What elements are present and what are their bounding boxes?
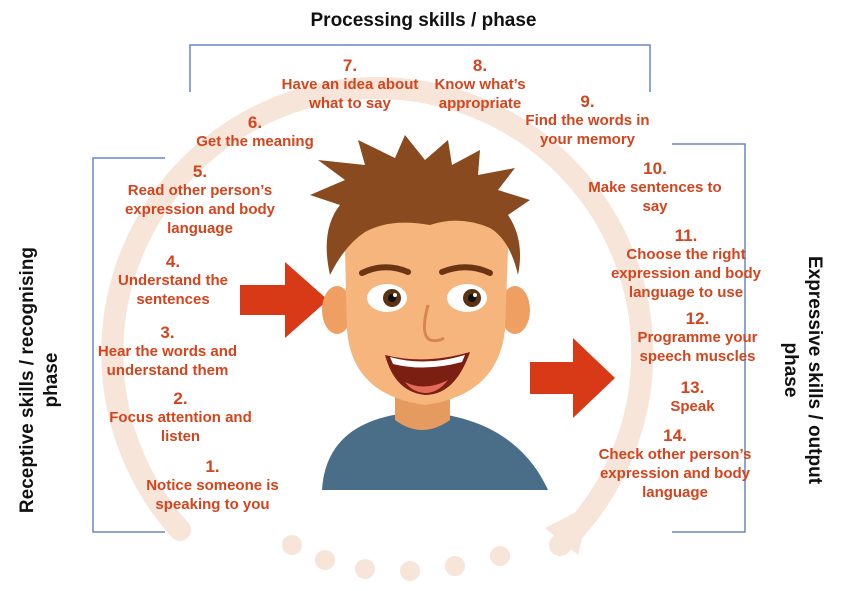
- arrow-output: [530, 338, 615, 418]
- step-9: 9. Find the words in your memory: [515, 92, 660, 149]
- step-number: 9.: [580, 92, 595, 111]
- step-number: 6.: [247, 113, 263, 132]
- step-13: 13. Speak: [655, 378, 730, 416]
- expressive-phase-title: Expressive skills / output phase: [780, 255, 825, 485]
- step-number: 1.: [205, 457, 220, 476]
- bracket-right: [672, 143, 746, 533]
- step-number: 2.: [173, 389, 188, 408]
- step-text: Hear the words and understand them: [97, 343, 238, 379]
- bracket-left: [92, 157, 165, 533]
- step-8: 8. Know what’s appropriate: [425, 56, 535, 113]
- step-5: 5. Read other person’s expression and bo…: [110, 162, 290, 238]
- cycle-arc: [101, 77, 654, 556]
- step-text: Choose the right expression and body lan…: [610, 246, 762, 301]
- face: [345, 192, 508, 405]
- step-number: 14.: [663, 426, 687, 445]
- step-text: Find the words in your memory: [525, 112, 650, 148]
- step-text: Make sentences to say: [588, 179, 722, 215]
- step-text: Speak: [670, 398, 715, 415]
- bracket-top: [189, 44, 651, 92]
- step-number: 5.: [192, 162, 208, 181]
- step-3: 3. Hear the words and understand them: [85, 323, 250, 380]
- step-text: Read other person’s expression and body …: [124, 182, 276, 237]
- step-14: 14. Check other person’s expression and …: [585, 426, 765, 502]
- step-4: 4. Understand the sentences: [98, 252, 248, 309]
- step-7: 7. Have an idea about what to say: [270, 56, 430, 113]
- arrow-input: [240, 262, 328, 338]
- step-number: 8.: [472, 56, 488, 75]
- cycle-dots: [282, 535, 510, 581]
- step-text: Get the meaning: [196, 133, 314, 150]
- step-number: 10.: [643, 159, 667, 178]
- step-number: 3.: [160, 323, 175, 342]
- step-text: Check other person’s expression and body…: [598, 446, 752, 501]
- step-text: Programme your speech muscles: [637, 329, 758, 365]
- step-11: 11. Choose the right expression and body…: [596, 226, 776, 302]
- step-text: Focus attention and listen: [109, 409, 252, 445]
- step-1: 1. Notice someone is speaking to you: [130, 457, 295, 514]
- step-text: Understand the sentences: [117, 272, 228, 308]
- step-2: 2. Focus attention and listen: [108, 389, 253, 446]
- hair: [310, 135, 530, 275]
- step-text: Notice someone is speaking to you: [146, 477, 279, 513]
- shirt: [322, 412, 548, 490]
- processing-phase-title: Processing skills / phase: [310, 10, 537, 31]
- boy-illustration: [310, 135, 548, 490]
- step-12: 12. Programme your speech muscles: [625, 309, 770, 366]
- receptive-phase-label-wrap: Receptive skills / recognising phase: [0, 230, 80, 530]
- step-6: 6. Get the meaning: [180, 113, 330, 151]
- receptive-phase-title: Receptive skills / recognising phase: [17, 246, 62, 514]
- step-text: Have an idea about what to say: [281, 76, 419, 112]
- step-number: 13.: [680, 378, 705, 397]
- step-10: 10. Make sentences to say: [585, 159, 725, 216]
- cycle-arrowhead: [545, 505, 590, 555]
- step-number: 12.: [685, 309, 710, 328]
- step-text: Know what’s appropriate: [434, 76, 526, 112]
- step-number: 4.: [165, 252, 181, 271]
- step-number: 7.: [342, 56, 358, 75]
- step-number: 11.: [674, 226, 698, 245]
